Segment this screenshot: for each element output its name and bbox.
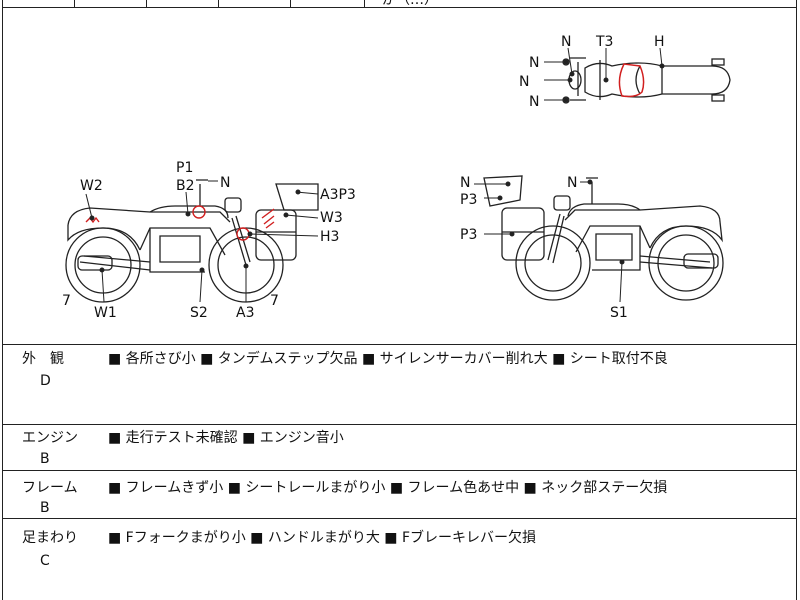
section-label-frame: フレーム bbox=[22, 480, 78, 496]
section-items-exterior: ■ 各所さび小 ■ タンデムステップ欠品 ■ サイレンサーカバー削れ大 ■ シー… bbox=[108, 351, 668, 367]
divider bbox=[2, 470, 797, 471]
divider bbox=[2, 344, 797, 345]
damage-mark bbox=[85, 205, 275, 241]
section-grade-frame: B bbox=[40, 500, 50, 516]
diagram-label: P3 bbox=[460, 192, 477, 208]
diagram-label: N bbox=[567, 175, 577, 191]
divider bbox=[2, 518, 797, 519]
diagram-label: W2 bbox=[80, 178, 103, 194]
diagram-label: S2 bbox=[190, 305, 208, 321]
header-divider bbox=[364, 0, 365, 7]
header-fragment: が（…） bbox=[382, 0, 438, 8]
header-divider bbox=[146, 0, 147, 7]
diagram-label: N bbox=[519, 74, 529, 90]
left-side-motorcycle bbox=[65, 179, 319, 303]
diagram-label: B2 bbox=[176, 178, 195, 194]
diagram-label: S1 bbox=[610, 305, 628, 321]
section-label-suspension: 足まわり bbox=[22, 530, 78, 546]
divider bbox=[2, 7, 797, 8]
diagram-label: N bbox=[561, 34, 571, 50]
header-divider bbox=[290, 0, 291, 7]
diagram-label: H3 bbox=[320, 229, 339, 245]
section-items-engine: ■ 走行テスト未確認 ■ エンジン音小 bbox=[108, 430, 344, 446]
motorcycle-damage-diagram: N N N N T3 H P1 B2 bbox=[62, 34, 731, 321]
diagram-label: N bbox=[460, 175, 470, 191]
diagram-label: T3 bbox=[595, 34, 613, 50]
diagram-label: N bbox=[220, 175, 230, 191]
section-items-frame: ■ フレームきず小 ■ シートレールまがり小 ■ フレーム色あせ中 ■ ネック部… bbox=[108, 480, 668, 496]
header-divider bbox=[74, 0, 75, 7]
top-view-motorcycle bbox=[562, 57, 731, 104]
diagram-label: A3 bbox=[236, 305, 254, 321]
section-items-suspension: ■ Fフォークまがり小 ■ ハンドルまがり大 ■ Fブレーキレバー欠損 bbox=[108, 530, 537, 546]
section-label-exterior: 外 観 bbox=[22, 351, 64, 367]
diagram-label: P1 bbox=[176, 160, 193, 176]
header-divider bbox=[218, 0, 219, 7]
diagram-label: W3 bbox=[320, 210, 343, 226]
diagram-label: A3P3 bbox=[320, 187, 356, 203]
diagram-label: H bbox=[654, 34, 665, 50]
divider bbox=[2, 424, 797, 425]
diagram-label: N bbox=[529, 94, 539, 110]
section-grade-suspension: C bbox=[40, 553, 50, 569]
diagram-label: 7 bbox=[62, 293, 71, 309]
diagram-label: W1 bbox=[94, 305, 117, 321]
damage-mark bbox=[618, 63, 645, 98]
diagram-label: 7 bbox=[270, 293, 279, 309]
right-side-motorcycle bbox=[483, 175, 724, 301]
diagram-label: P3 bbox=[460, 227, 477, 243]
section-grade-engine: B bbox=[40, 451, 50, 467]
section-grade-exterior: D bbox=[40, 373, 51, 389]
diagram-label: N bbox=[529, 55, 539, 71]
section-label-engine: エンジン bbox=[22, 430, 78, 446]
